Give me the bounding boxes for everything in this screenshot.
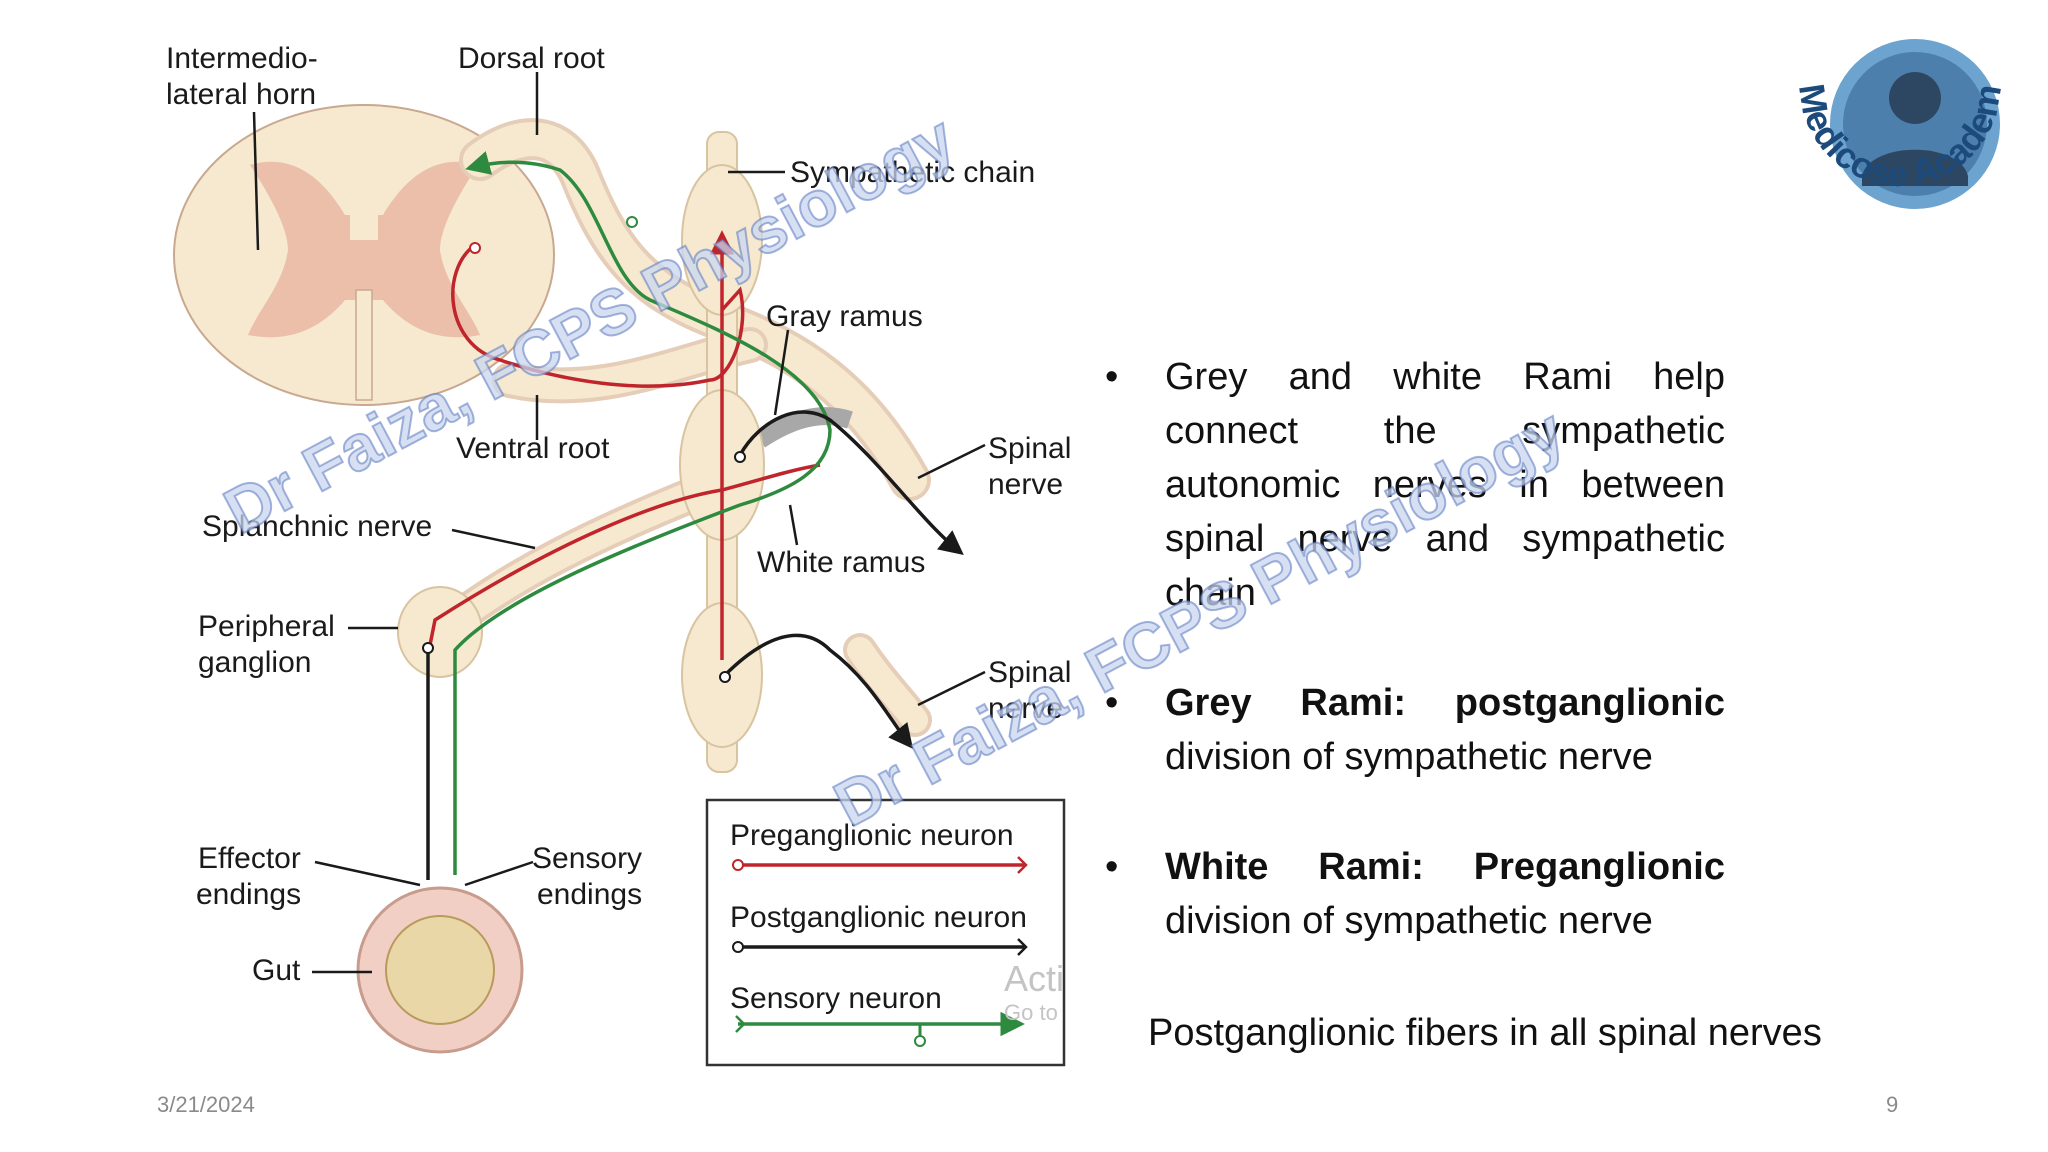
preganglionic-path xyxy=(428,230,821,660)
peripheral-ganglion xyxy=(397,586,483,678)
sensory-path xyxy=(453,151,832,875)
bullet-list: • Grey and white Rami help connect the s… xyxy=(1105,350,1725,1004)
slide-number: 9 xyxy=(1886,1092,1899,1117)
bullet-item: • Grey Rami: postganglionic division of … xyxy=(1105,676,1725,784)
bullet-item: • Grey and white Rami help connect the s… xyxy=(1105,350,1725,620)
legend-sensory: Sensory neuron xyxy=(730,982,942,1015)
label-sympathetic-chain: Sympathetic chain xyxy=(790,156,1035,189)
label-effector-2: endings xyxy=(196,878,301,911)
bullet-bold: Grey Rami: postganglionic xyxy=(1165,682,1725,724)
label-peripheral-1: Peripheral xyxy=(198,610,335,643)
bullet-dot-icon: • xyxy=(1105,846,1119,888)
white-ramus xyxy=(755,463,853,495)
label-intermedio-1: Intermedio- xyxy=(166,42,318,75)
label-dorsal-root: Dorsal root xyxy=(458,42,605,75)
activation-line1: Acti xyxy=(1004,958,1065,999)
bullet-text: division of sympathetic nerve xyxy=(1165,736,1653,778)
legend: Preganglionic neuron Postganglionic neur… xyxy=(705,798,1066,1067)
medicose-academics-logo: Medicose Academics xyxy=(1770,16,2009,209)
sympathetic-pathway-diagram: Intermedio- lateral horn Dorsal root Sym… xyxy=(166,42,1071,1067)
bullet-bold: White Rami: Preganglionic xyxy=(1165,846,1725,888)
bullet-dot-icon: • xyxy=(1105,682,1119,724)
footnote: Postganglionic fibers in all spinal nerv… xyxy=(1148,1012,1822,1054)
postganglionic-path xyxy=(426,410,964,880)
label-sensory-2: endings xyxy=(537,878,642,911)
spinal-cord xyxy=(173,104,555,406)
leader-lines xyxy=(252,72,986,974)
label-intermedio-2: lateral horn xyxy=(166,78,316,111)
gray-ramus xyxy=(755,407,853,448)
label-white-ramus: White ramus xyxy=(757,546,925,579)
doctor-avatar-icon xyxy=(1889,72,1941,124)
bullet-dot-icon: • xyxy=(1105,356,1119,398)
label-effector-1: Effector xyxy=(198,842,301,875)
label-splanchnic-nerve: Splanchnic nerve xyxy=(202,510,432,543)
label-spinal-nerve-2b: nerve xyxy=(988,692,1063,725)
label-spinal-nerve-1a: Spinal xyxy=(988,432,1071,465)
label-ventral-root: Ventral root xyxy=(456,432,610,465)
gut xyxy=(356,886,524,1054)
bullet-text: Grey and white Rami help connect the sym… xyxy=(1165,356,1725,614)
legend-postganglionic: Postganglionic neuron xyxy=(730,901,1027,934)
label-spinal-nerve-2a: Spinal xyxy=(988,656,1071,689)
bullet-text: division of sympathetic nerve xyxy=(1165,900,1653,942)
label-spinal-nerve-1b: nerve xyxy=(988,468,1063,501)
label-gray-ramus: Gray ramus xyxy=(766,300,923,333)
label-peripheral-2: ganglion xyxy=(198,646,311,679)
bullet-item: • White Rami: Preganglionic division of … xyxy=(1105,840,1725,948)
activation-overlay: Acti Go to xyxy=(1004,958,1064,1026)
label-gut: Gut xyxy=(252,954,301,987)
slide-date: 3/21/2024 xyxy=(157,1092,255,1117)
activation-line2: Go to xyxy=(1004,1000,1058,1025)
label-sensory-1: Sensory xyxy=(532,842,642,875)
legend-preganglionic: Preganglionic neuron xyxy=(730,819,1014,852)
